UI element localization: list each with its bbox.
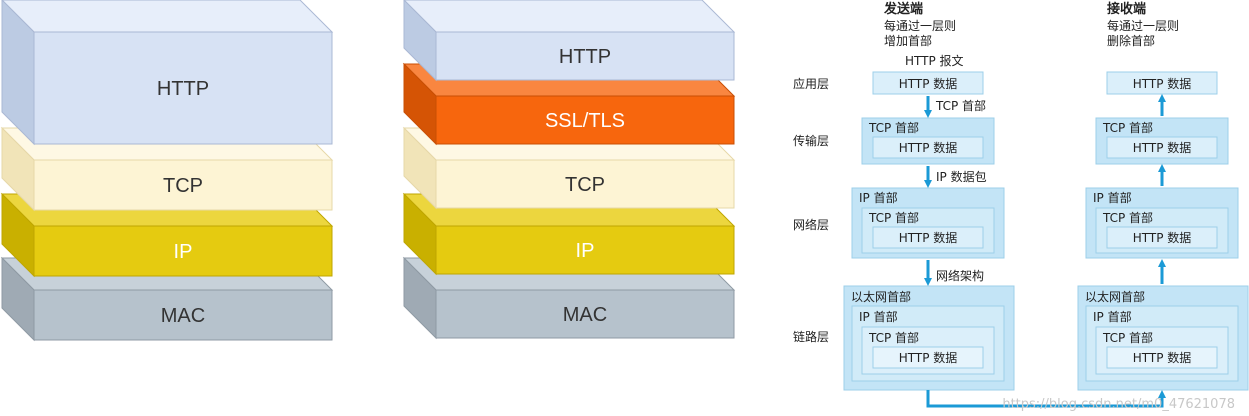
receiver-link-tcp-header: TCP 首部 [1102,330,1153,345]
right-stack-layer-ip-front-face [435,225,735,275]
sender-link-ethernet-header: 以太网首部 [851,289,911,304]
sender-network-tcp-header: TCP 首部 [868,210,919,225]
receiver-link-http-data-box [1106,346,1218,369]
right-stack-layer-http-label: HTTP [559,46,611,68]
receiver-note-line1: 每通过一层则 [1107,18,1179,33]
protocol-stack-https: MAC IP TCP SSL/TLS HTTP [402,0,736,340]
protocol-stack-http: MAC IP TCP HTTP [0,0,334,342]
receiver-network-ip-header: IP 首部 [1093,190,1132,205]
sender-app-http-data-label: HTTP 数据 [899,76,958,91]
sender-title: 发送端 [883,1,923,17]
arrows [924,94,1166,408]
sender-link-ip-header: IP 首部 [859,309,898,324]
receiver-network-http-data-box [1106,226,1218,249]
receiver-app-http-data-label: HTTP 数据 [1133,76,1192,91]
receiver-network-http-data-label: HTTP 数据 [1133,230,1192,245]
right-stack-layer-http: HTTP [403,0,736,82]
left-stack-layer-mac-front-face [33,289,333,341]
receiver-link-ip-header: IP 首部 [1093,309,1132,324]
right-stack-layer-tcp-label: TCP [565,174,605,196]
right-stack-layer-http-top-face [403,0,736,33]
arrow-label-http-message: HTTP 报文 [905,53,964,68]
sender-link-http-data-box [872,346,984,369]
sender-transport-tcp-header: TCP 首部 [868,120,919,135]
left-stack-layer-tcp-front-face [33,159,333,211]
receiver-network-tcp-header: TCP 首部 [1102,210,1153,225]
right-stack-layer-ssl-tls-label: SSL/TLS [545,110,625,132]
sender-link-tcp-header: TCP 首部 [868,330,919,345]
receiver-transport-http-data-label: HTTP 数据 [1133,140,1192,155]
left-stack-layer-tcp-label: TCP [163,175,203,197]
right-stack-layer-mac-front-face [435,289,735,339]
sender-network-ip-header: IP 首部 [859,190,898,205]
layer-name-application: 应用层 [793,76,829,91]
watermark: https://blog.csdn.net/m0_47621078 [1002,397,1235,412]
left-stack-layer-http: HTTP [1,0,334,146]
sender-note-line2: 增加首部 [884,33,932,48]
arrow-label-ip-packet: IP 数据包 [936,169,987,184]
sender-transport-http-data-label: HTTP 数据 [899,140,958,155]
right-stack-layer-http-front-face [435,31,735,81]
left-stack-layer-mac-label: MAC [161,305,205,327]
layer-name-network: 网络层 [793,217,829,232]
right-stack-layer-mac-label: MAC [563,304,607,326]
receiver-link-ethernet-header: 以太网首部 [1085,289,1145,304]
sender-transport-http-data-box [872,136,984,159]
arrow-label-network-architecture: 网络架构 [936,268,984,283]
receiver-transport-tcp-header: TCP 首部 [1102,120,1153,135]
receiver-transport-http-data-box [1106,136,1218,159]
layer-name-transport: 传输层 [793,133,829,148]
sender-note-line1: 每通过一层则 [884,18,956,33]
left-stack-layer-http-front-face [33,31,333,145]
left-stack-layer-ip-front-face [33,225,333,277]
right-stack-layer-tcp-front-face [435,159,735,209]
encapsulation-diagram: 发送端 每通过一层则 增加首部 接收端 每通过一层则 删除首部 应用层 传输层 … [793,1,1249,408]
left-stack-layer-ip-label: IP [174,241,193,263]
sender-link-http-data-label: HTTP 数据 [899,350,958,365]
sender-app-http-data-box [872,71,984,95]
left-stack-layer-http-top-face [1,0,334,33]
receiver-title: 接收端 [1107,1,1146,17]
sender-network-http-data-box [872,226,984,249]
arrow-physical-link [926,390,1166,408]
receiver-note-line2: 删除首部 [1107,33,1155,48]
arrow-label-tcp-header: TCP 首部 [935,98,986,113]
right-stack-layer-ip-label: IP [576,240,595,262]
sender-network-http-data-label: HTTP 数据 [899,230,958,245]
receiver-link-http-data-label: HTTP 数据 [1133,350,1192,365]
layer-name-link: 链路层 [793,329,829,344]
left-stack-layer-http-label: HTTP [157,78,209,100]
right-stack-layer-ssl-tls-front-face [435,95,735,145]
